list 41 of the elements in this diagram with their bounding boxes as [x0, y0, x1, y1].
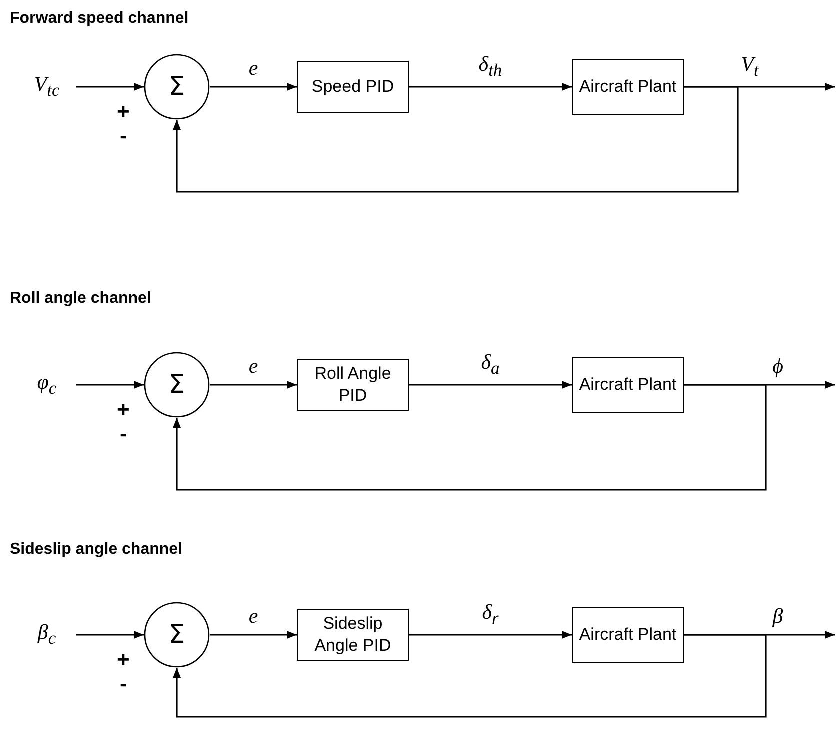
channel-heading: Forward speed channel [10, 10, 189, 28]
arrow [210, 631, 297, 639]
arrow [210, 381, 297, 389]
minus-sign: - [120, 123, 128, 149]
minus-sign: - [120, 421, 128, 447]
plus-sign: + [117, 397, 130, 423]
arrow [173, 86, 739, 193]
block-box [572, 59, 684, 115]
arrow [173, 634, 767, 718]
minus-sign: - [120, 671, 128, 697]
plus-sign: + [117, 647, 130, 673]
channel-heading: Sideslip angle channel [10, 541, 182, 559]
block-label: Roll Angle PID [314, 362, 392, 407]
arrow [409, 381, 572, 389]
sum-symbol: Σ [168, 370, 186, 400]
summing-junction [144, 602, 210, 668]
summing-junction [144, 352, 210, 418]
block-label: Aircraft Plant [579, 624, 677, 646]
arrow [76, 83, 144, 91]
arrow [409, 83, 572, 91]
block-label: Speed PID [312, 76, 394, 98]
sum-symbol: Σ [168, 72, 186, 102]
block-box [297, 609, 409, 661]
summing-junction [144, 54, 210, 120]
arrow [409, 631, 572, 639]
channel-heading: Roll angle channel [10, 290, 152, 308]
block-label: Sideslip Angle PID [314, 612, 392, 657]
block-box [572, 607, 684, 663]
sum-symbol: Σ [168, 620, 186, 650]
arrow [76, 381, 144, 389]
block-box [297, 359, 409, 411]
plus-sign: + [117, 99, 130, 125]
arrow [173, 384, 767, 491]
block-box [572, 357, 684, 413]
block-label: Aircraft Plant [579, 76, 677, 98]
arrow [76, 631, 144, 639]
input-signal: φ$_{c}$ [37, 370, 57, 400]
block-box [297, 61, 409, 113]
arrow [210, 83, 297, 91]
block-label: Aircraft Plant [579, 374, 677, 396]
input-signal: β$_{c}$ [38, 620, 56, 650]
